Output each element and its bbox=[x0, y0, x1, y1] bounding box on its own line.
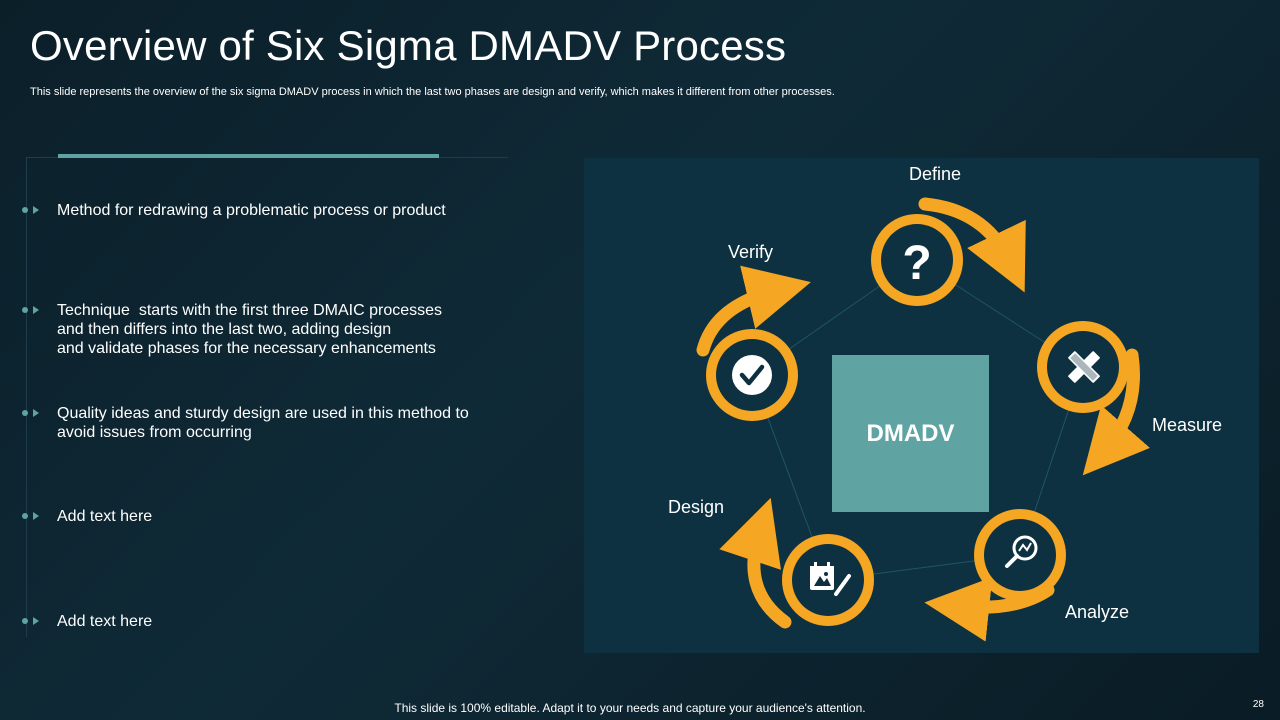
slide-title: Overview of Six Sigma DMADV Process bbox=[30, 22, 787, 69]
bullet-arrow-icon bbox=[22, 616, 42, 626]
magnifier-chart-icon bbox=[1005, 535, 1038, 568]
bullet-arrow-icon bbox=[22, 205, 42, 215]
slide-footer: This slide is 100% editable. Adapt it to… bbox=[394, 701, 866, 715]
bullet-text: Add text here bbox=[57, 612, 482, 631]
bullet-arrow-icon bbox=[22, 305, 42, 315]
left-frame-side-line bbox=[26, 157, 27, 637]
phase-label-define: Define bbox=[909, 164, 962, 184]
question-mark-icon: ? bbox=[902, 237, 931, 290]
bullet-arrow-icon bbox=[22, 408, 42, 418]
phase-label-verify: Verify bbox=[728, 242, 774, 262]
arrow-design-to-verify bbox=[719, 497, 792, 629]
bullet-text: Method for redrawing a problematic proce… bbox=[57, 201, 482, 220]
phase-label-analyze: Analyze bbox=[1065, 602, 1130, 622]
phase-label-design: Design bbox=[668, 497, 725, 517]
bullet-text: Technique starts with the first three DM… bbox=[57, 301, 482, 358]
checkmark-icon bbox=[732, 355, 772, 395]
bullet-line: Technique starts with the first three DM… bbox=[57, 302, 443, 319]
bullet-line: Add text here bbox=[57, 508, 153, 525]
bullet-item: Add text here bbox=[22, 612, 482, 631]
bullet-line: Method for redrawing a problematic proce… bbox=[57, 202, 446, 219]
bullet-text: Add text here bbox=[57, 507, 482, 526]
bullet-line: avoid issues from occurring bbox=[57, 424, 252, 441]
arrow-define-to-measure bbox=[918, 197, 1026, 293]
ruler-pencil-icon bbox=[1068, 351, 1100, 383]
page-number: 28 bbox=[1252, 699, 1264, 710]
phase-node-analyze bbox=[974, 509, 1066, 601]
arrow-measure-to-analyze bbox=[1082, 348, 1151, 476]
accent-bar bbox=[58, 154, 439, 158]
phase-label-measure: Measure bbox=[1152, 415, 1223, 435]
bullet-line: and then differs into the last two, addi… bbox=[57, 321, 392, 338]
bullet-line: Quality ideas and sturdy design are used… bbox=[57, 405, 469, 422]
slide-subtitle: This slide represents the overview of th… bbox=[30, 86, 835, 98]
calendar-brush-icon bbox=[810, 562, 851, 596]
phase-node-measure bbox=[1037, 321, 1129, 413]
phase-node-design bbox=[782, 534, 874, 626]
bullet-item: Technique starts with the first three DM… bbox=[22, 301, 482, 358]
bullet-line: and validate phases for the necessary en… bbox=[57, 340, 436, 357]
bullet-item: Quality ideas and sturdy design are used… bbox=[22, 404, 482, 442]
dmadv-hub: DMADV bbox=[832, 355, 989, 512]
bullet-item: Add text here bbox=[22, 507, 482, 526]
phase-node-verify bbox=[706, 329, 798, 421]
bullet-item: Method for redrawing a problematic proce… bbox=[22, 201, 482, 220]
bullet-text: Quality ideas and sturdy design are used… bbox=[57, 404, 482, 442]
arrow-verify-to-define bbox=[696, 265, 811, 357]
bullet-arrow-icon bbox=[22, 511, 42, 521]
phase-node-define: ? bbox=[871, 214, 963, 306]
bullet-line: Add text here bbox=[57, 613, 153, 630]
